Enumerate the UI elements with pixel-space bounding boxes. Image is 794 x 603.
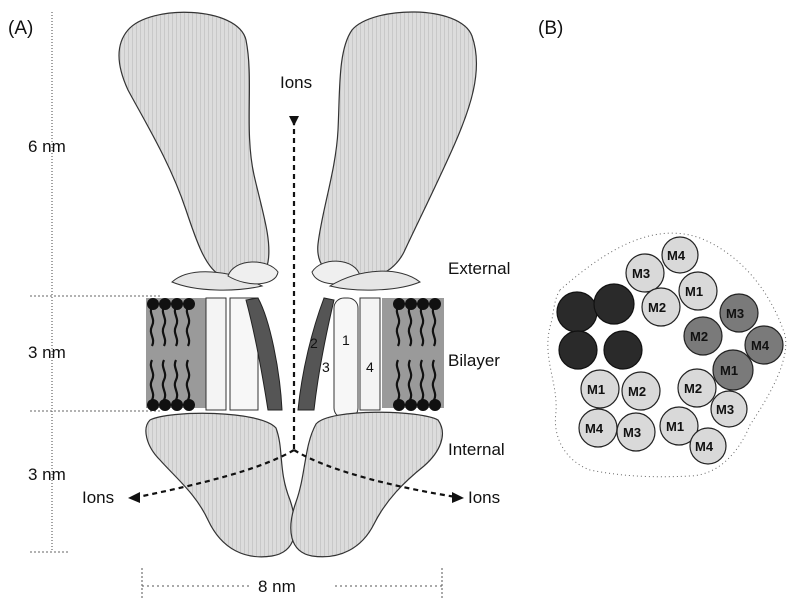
left-intracellular-domain xyxy=(146,413,295,557)
helix-label: M3 xyxy=(726,306,744,321)
region-label-external: External xyxy=(448,259,510,278)
right-intracellular-domain xyxy=(291,412,443,557)
helix-label: M3 xyxy=(623,425,641,440)
helix-circle xyxy=(594,284,634,324)
region-label-internal: Internal xyxy=(448,440,505,459)
helix-label-3: 3 xyxy=(322,359,330,375)
region-label-bilayer: Bilayer xyxy=(448,351,500,370)
helix-label: M2 xyxy=(628,384,646,399)
helix-label: M4 xyxy=(667,248,686,263)
ions-label-left: Ions xyxy=(82,488,114,507)
ions-label-right: Ions xyxy=(468,488,500,507)
width-label: 8 nm xyxy=(258,577,296,596)
helix-label: M3 xyxy=(716,402,734,417)
left-bilayer xyxy=(146,298,282,411)
scale-label-6nm: 6 nm xyxy=(28,137,66,156)
helix-circle xyxy=(604,331,642,369)
helix-label-2: 2 xyxy=(310,335,318,351)
panel-b-label: (B) xyxy=(538,18,563,39)
helix-label: M2 xyxy=(648,300,666,315)
helix-label-1: 1 xyxy=(342,332,350,348)
helix-label: M4 xyxy=(695,439,714,454)
helix-circle xyxy=(559,331,597,369)
helix-label-4: 4 xyxy=(366,359,374,375)
helix-label: M1 xyxy=(587,382,605,397)
helix-label: M1 xyxy=(685,284,703,299)
helix-label: M3 xyxy=(632,266,650,281)
helix-label: M4 xyxy=(751,338,770,353)
helix-label: M1 xyxy=(666,419,684,434)
helix-circle xyxy=(557,292,597,332)
right-bilayer xyxy=(298,298,444,418)
helix-label: M2 xyxy=(690,329,708,344)
right-extracellular-domain xyxy=(318,12,477,280)
helix-label: M4 xyxy=(585,421,604,436)
helix-label: M1 xyxy=(720,363,738,378)
scale-label-3nm-internal: 3 nm xyxy=(28,465,66,484)
ions-label-top: Ions xyxy=(280,73,312,92)
panel-a-label: (A) xyxy=(8,18,33,39)
scale-label-3nm-bilayer: 3 nm xyxy=(28,343,66,362)
subunit-left xyxy=(557,284,642,369)
left-extracellular-domain xyxy=(119,12,269,279)
helix-label: M2 xyxy=(684,381,702,396)
